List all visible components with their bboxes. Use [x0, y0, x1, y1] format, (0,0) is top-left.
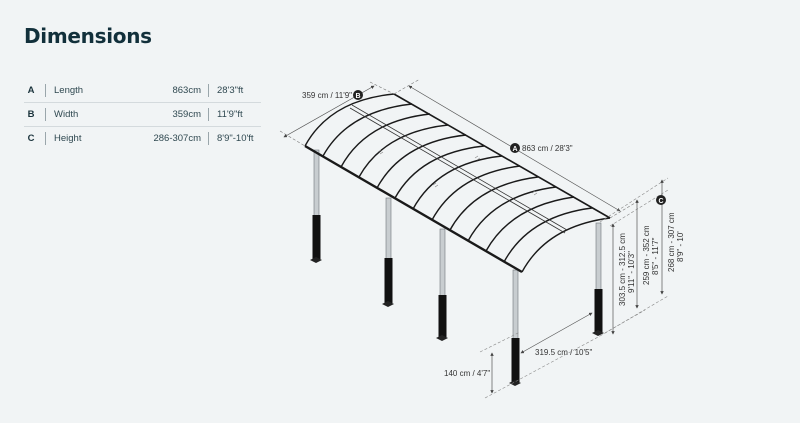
length-dimension: A 863 cm / 28'3" [393, 78, 641, 219]
sleeve-height-dimension: 140 cm / 4'7" [444, 352, 494, 394]
mid-height-cm-label: 259 cm - 352 cm [642, 225, 651, 285]
dimension-row-height: C Height 286-307cm 8'9"-10'ft [24, 127, 261, 150]
post-5 [592, 222, 604, 336]
roof [304, 93, 611, 274]
dimension-row-width: B Width 359cm 11'9"ft [24, 103, 261, 127]
post-1 [310, 149, 322, 263]
length-label: 863 cm / 28'3" [522, 144, 573, 153]
width-dimension: 359 cm / 11'9" B [279, 81, 395, 147]
dimension-key: C [27, 133, 35, 144]
dimension-row-length: A Length 863cm 28'3"ft [24, 79, 261, 103]
front-height-cm-label: 303.5 cm - 312.5 cm [618, 233, 627, 306]
width-label: 359 cm / 11'9" [302, 91, 352, 100]
divider [45, 108, 46, 121]
dimension-imperial: 8'9"-10'ft [217, 133, 254, 144]
dimension-imperial: 28'3"ft [217, 85, 244, 96]
divider [208, 84, 209, 97]
post-4 [509, 269, 521, 386]
c-height-dimension: C 268 cm - 307 cm 8'9" - 10' [656, 179, 685, 295]
post-spacing-dimension: 319.5 cm / 10'5" [479, 312, 601, 399]
dimension-metric: 359cm [172, 109, 201, 120]
marker-c-label: C [658, 198, 663, 205]
mid-height-ft-label: 8'5" - 11'7" [651, 237, 660, 275]
posts [310, 149, 604, 386]
marker-b-label: B [355, 93, 360, 100]
dimension-label: Length [54, 85, 84, 96]
front-height-dimension: 303.5 cm - 312.5 cm 9'11" - 10'3" [611, 223, 636, 335]
dimension-metric: 863cm [172, 85, 201, 96]
divider [45, 84, 46, 97]
marker-c-icon [656, 195, 666, 205]
post-2 [382, 197, 394, 307]
front-height-ft-label: 9'11" - 10'3" [627, 251, 636, 293]
marker-a-icon [510, 143, 520, 153]
mid-height-dimension: 259 cm - 352 cm 8'5" - 11'7" [635, 199, 660, 309]
post-3 [436, 228, 448, 341]
dimension-imperial: 11'9"ft [217, 109, 243, 120]
dimension-label: Height [54, 133, 82, 144]
c-height-cm-label: 268 cm - 307 cm [667, 212, 676, 272]
dimension-key: A [27, 85, 35, 96]
divider [45, 132, 46, 145]
divider [208, 132, 209, 145]
dimension-label: Width [54, 109, 79, 120]
divider [208, 108, 209, 121]
post-spacing-label: 319.5 cm / 10'5" [535, 348, 592, 357]
sleeve-height-label: 140 cm / 4'7" [444, 369, 490, 378]
dimension-key: B [27, 109, 35, 120]
c-height-ft-label: 8'9" - 10' [676, 231, 685, 262]
dimension-metric: 286-307cm [153, 133, 201, 144]
page-title: Dimensions [24, 24, 152, 48]
marker-a-label: A [512, 146, 517, 153]
marker-b-icon [353, 90, 363, 100]
dimensions-table: A Length 863cm 28'3"ft B Width 359cm 11'… [24, 79, 261, 150]
